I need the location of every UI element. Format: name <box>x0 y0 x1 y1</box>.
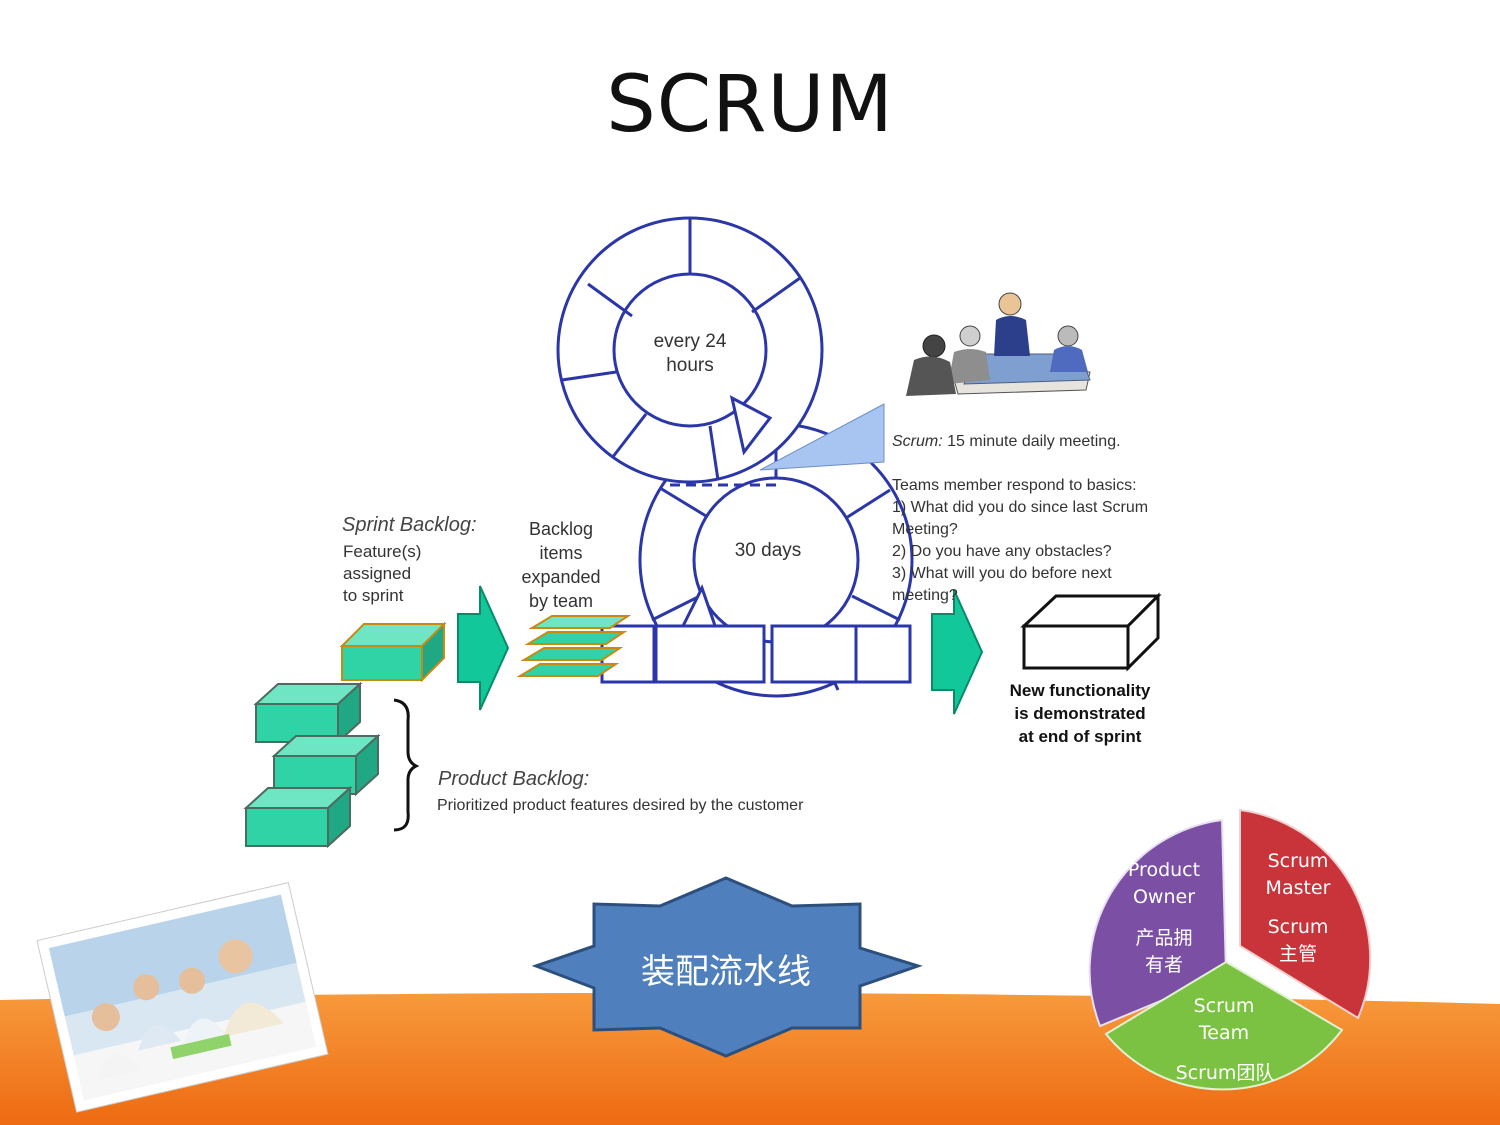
meeting-illustration <box>906 292 1091 396</box>
role-product-owner: Product Owner <box>1127 859 1201 908</box>
process-arrow-1 <box>457 585 510 711</box>
deliverable-box <box>1020 592 1162 672</box>
assembly-line-star <box>531 876 923 1058</box>
role-product-owner-cn: 产品拥 有者 <box>1135 927 1193 976</box>
daily-cycle-label: every 24 hours <box>653 331 727 376</box>
product-backlog-blocks <box>243 681 381 849</box>
role-scrum-master: Scrum Master <box>1265 850 1331 899</box>
roles-pie <box>1088 808 1372 1091</box>
role-scrum-team: Scrum Team <box>1193 995 1255 1044</box>
role-scrum-master-cn: Scrum 主管 <box>1267 916 1329 965</box>
expanded-items-text: Backlog items expanded by team <box>521 519 601 611</box>
role-scrum-team-cn: Scrum团队 <box>1175 1062 1275 1084</box>
product-backlog-heading: Product Backlog: <box>438 768 590 790</box>
assembly-line-label: 装配流水线 <box>641 952 811 992</box>
product-backlog-text: Prioritized product features desired by … <box>437 797 804 814</box>
process-arrow-2 <box>931 589 984 715</box>
sprint-backlog-heading: Sprint Backlog: <box>342 514 477 536</box>
slide-title: SCRUM <box>606 60 894 150</box>
team-photo <box>36 882 329 1113</box>
meeting-line1: 15 minute daily meeting. <box>942 433 1121 450</box>
expanded-backlog-slabs <box>516 615 632 677</box>
backlog-brace <box>393 698 420 832</box>
sprint-backlog-block <box>339 621 447 683</box>
meeting-heading: Scrum: <box>892 433 943 450</box>
result-text: New functionality is demonstrated at end… <box>1009 681 1151 746</box>
meeting-text: Teams member respond to basics: 1) What … <box>892 477 1149 604</box>
conveyor-boxes <box>600 624 912 684</box>
speech-callout <box>759 403 885 471</box>
sprint-backlog-text: Feature(s) assigned to sprint <box>343 542 422 605</box>
meeting-description: Scrum: 15 minute daily meeting. Teams me… <box>892 409 1202 607</box>
daily-cycle-arrowhead <box>729 395 773 456</box>
sprint-cycle-label: 30 days <box>734 540 802 561</box>
